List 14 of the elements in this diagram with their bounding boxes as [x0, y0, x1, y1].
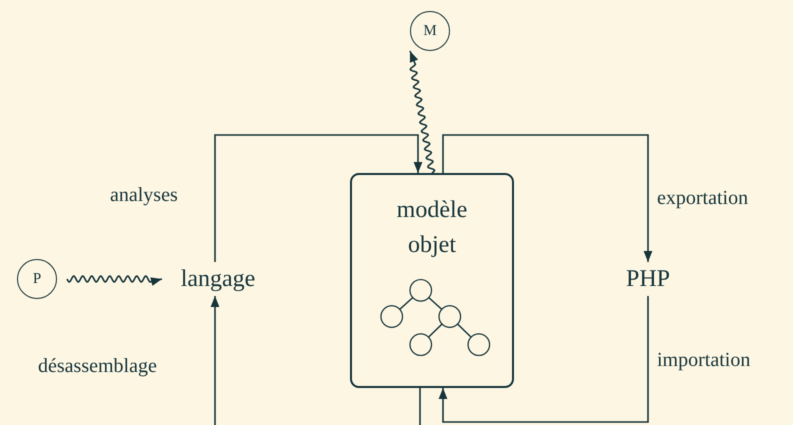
arrow	[210, 296, 220, 425]
node-label: M	[423, 24, 437, 38]
node-label: P	[32, 272, 42, 286]
arrow	[66, 275, 162, 286]
circle-node	[410, 11, 450, 51]
circle-node	[17, 259, 57, 299]
arrow	[214, 134, 422, 262]
arrow	[442, 134, 652, 262]
node-label: modèle objet	[396, 196, 468, 260]
model-box	[350, 173, 514, 388]
arrow	[438, 296, 649, 423]
node-label: langage	[180, 265, 256, 294]
node-label: PHP	[626, 265, 670, 294]
arrow	[409, 50, 436, 174]
